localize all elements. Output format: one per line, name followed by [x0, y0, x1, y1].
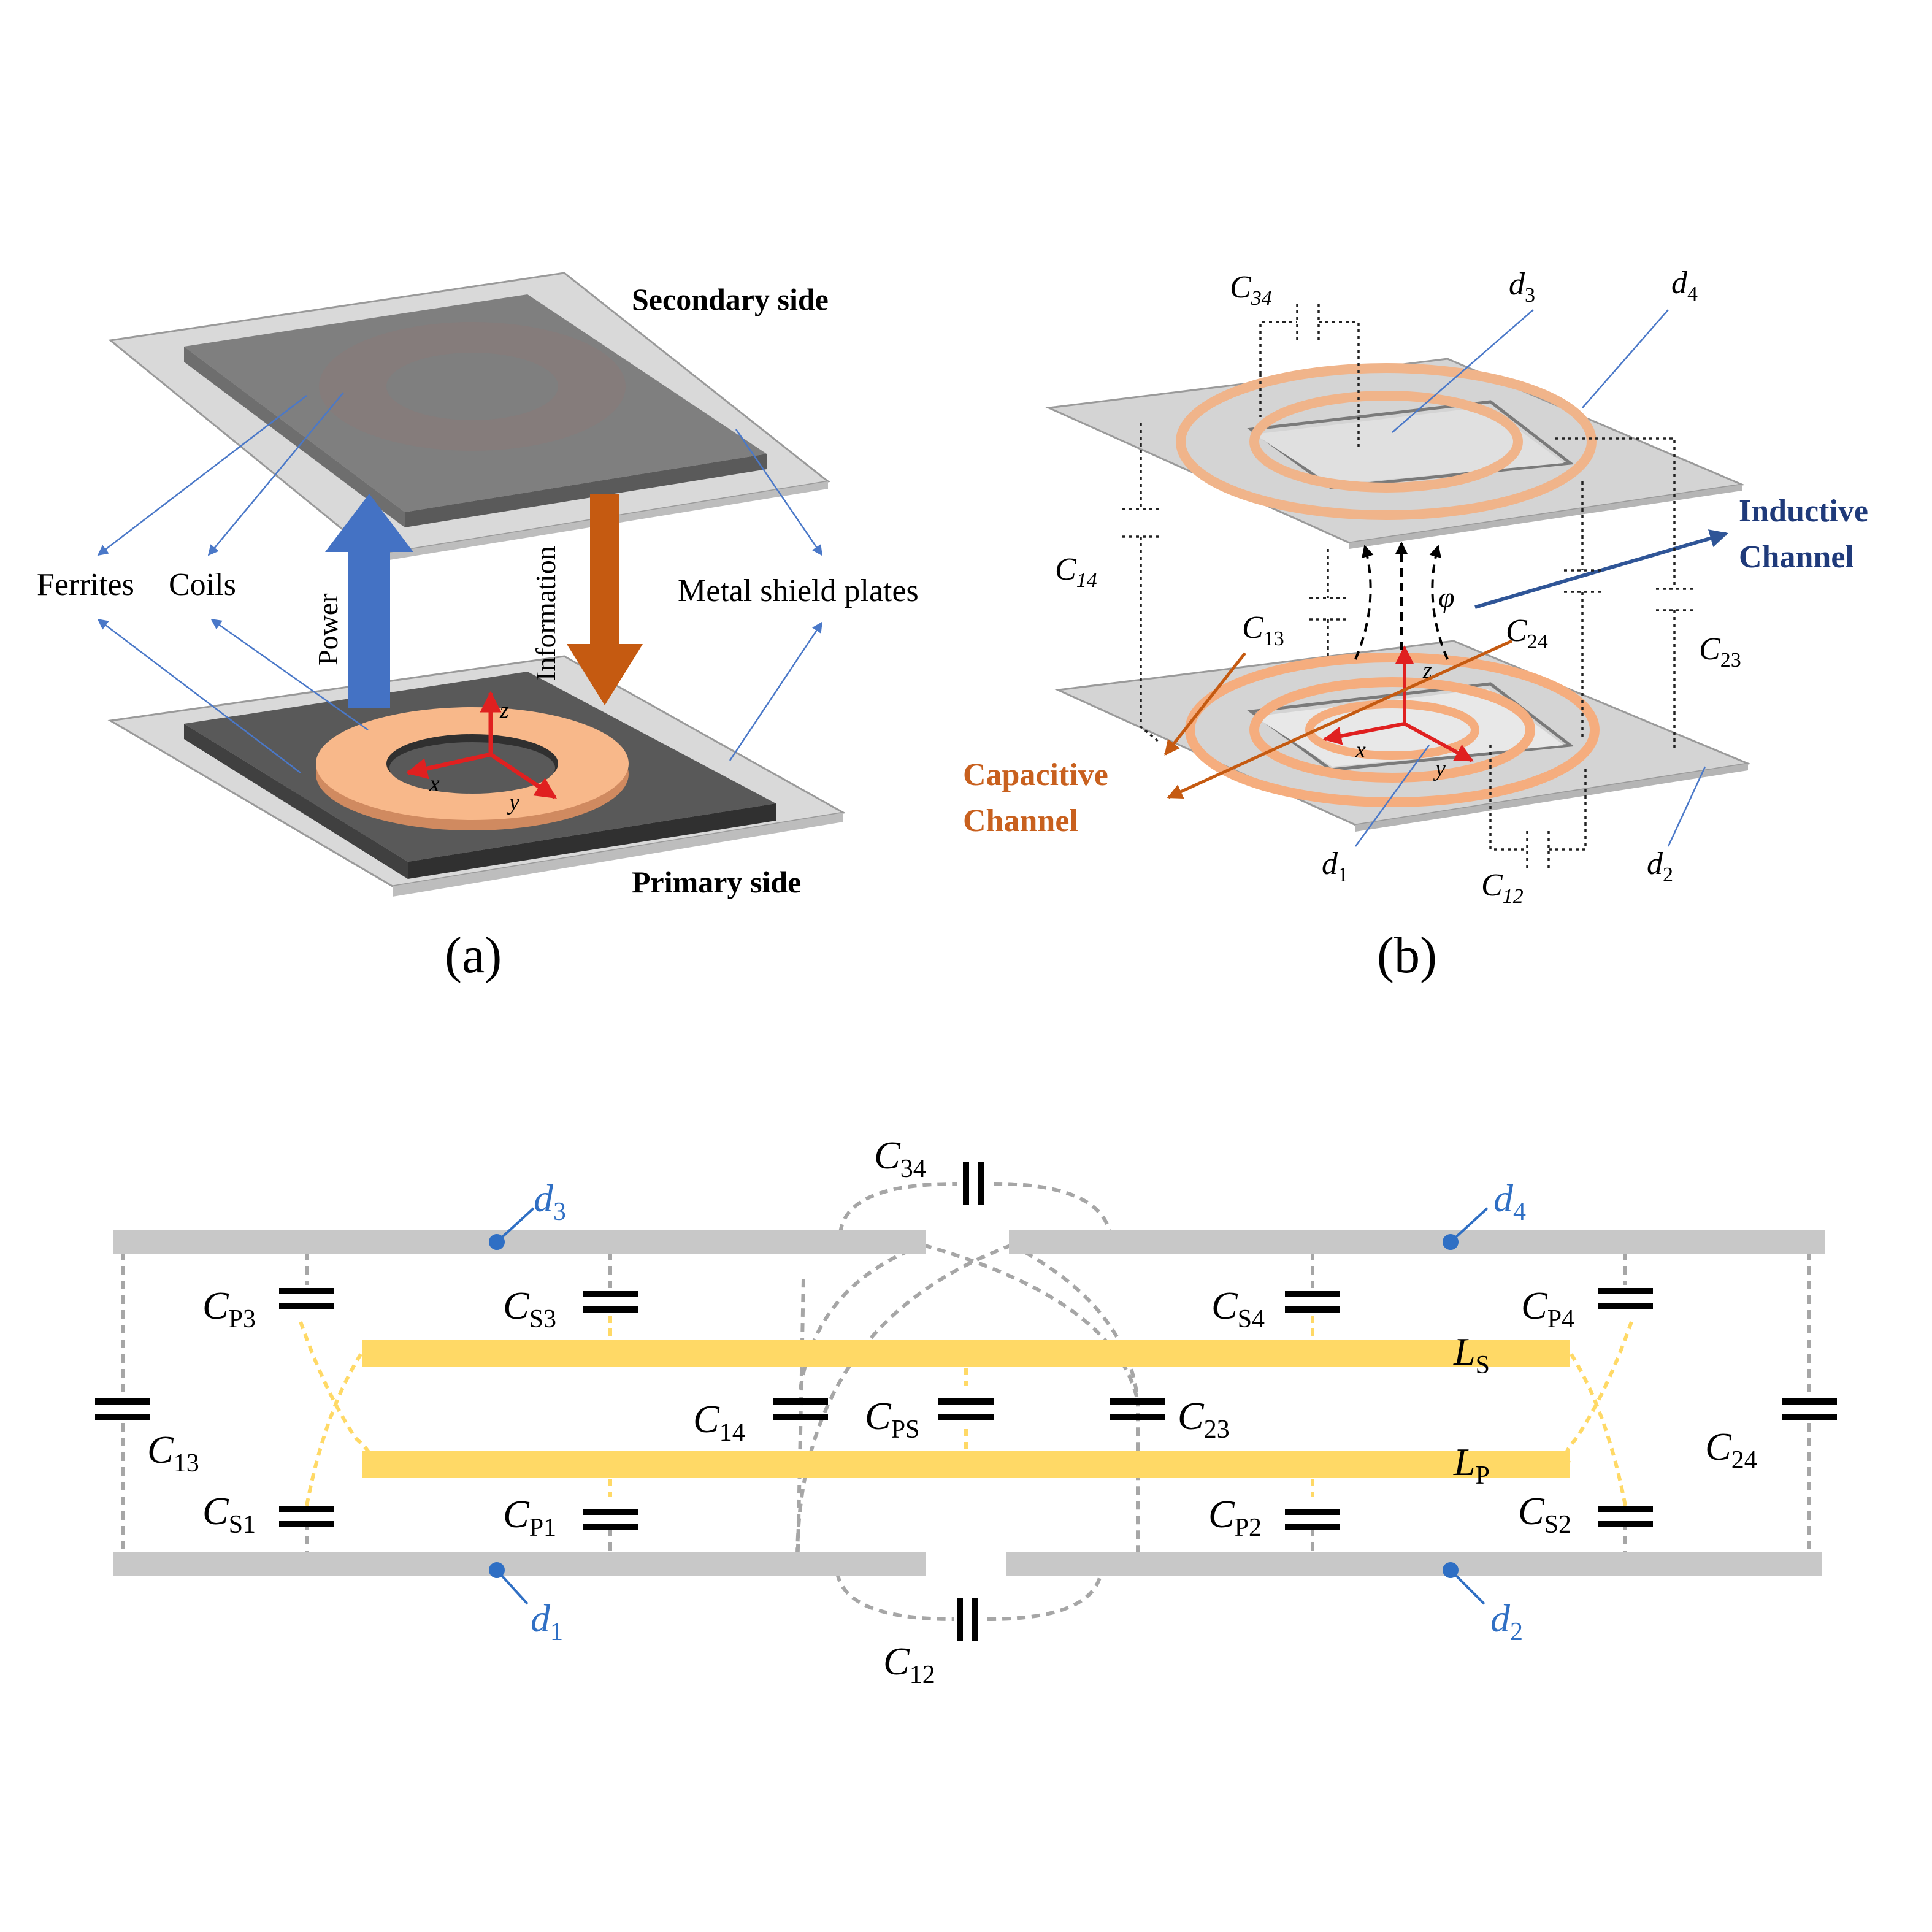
primary-side-label: Primary side	[632, 865, 801, 899]
panel-a-caption: (a)	[445, 927, 502, 984]
label-cps: CPS	[865, 1394, 919, 1444]
metal-shield-plates-label: Metal shield plates	[678, 573, 919, 608]
top-coil-b-outer	[1176, 363, 1597, 520]
label-cp1: CP1	[503, 1492, 556, 1542]
label-c34: C34	[874, 1133, 926, 1183]
capacitive-channel-label-2: Channel	[963, 803, 1078, 838]
inductive-channel-label: Inductive	[1739, 494, 1868, 529]
axis-z-a: z	[499, 697, 509, 723]
label-cs3: CS3	[503, 1284, 556, 1333]
circuit-diagram: d3 d4 d1 d2 LS LP C34 C12 CP3 CS3 CS4 CP…	[95, 1133, 1837, 1689]
circuit-label-d3: d3	[534, 1176, 566, 1226]
label-d3-b: d3	[1509, 267, 1535, 307]
label-c24-b: C24	[1506, 613, 1548, 653]
label-c23-b: C23	[1699, 632, 1741, 672]
label-cs2: CS2	[1518, 1489, 1571, 1539]
circuit-plate-d3	[113, 1230, 926, 1254]
circuit-label-d4: d4	[1493, 1176, 1526, 1226]
label-c23: C23	[1178, 1394, 1230, 1444]
dotted-capacitor-network	[1122, 304, 1693, 868]
label-c12: C12	[883, 1639, 935, 1689]
label-cp3: CP3	[202, 1284, 256, 1333]
label-d2-b: d2	[1647, 846, 1673, 886]
panel-b-caption: (b)	[1377, 927, 1437, 984]
information-arrow	[567, 494, 643, 705]
label-cs1: CS1	[202, 1489, 256, 1539]
circuit-plate-d2	[1006, 1552, 1822, 1576]
label-d4-b: d4	[1671, 266, 1698, 305]
label-cp2: CP2	[1208, 1492, 1262, 1542]
label-c14-b: C14	[1055, 552, 1097, 592]
capacitor-symbols	[95, 1162, 1837, 1641]
label-c12-b: C12	[1481, 868, 1524, 908]
axis-y-b: y	[1433, 756, 1446, 781]
label-lp: LP	[1453, 1440, 1490, 1490]
inductive-channel-label-2: Channel	[1739, 540, 1854, 575]
inductor-lp-trace	[362, 1451, 1570, 1478]
inductor-ls-trace	[362, 1340, 1570, 1367]
power-label: Power	[312, 593, 343, 665]
capacitive-channel-label: Capacitive	[963, 757, 1108, 792]
circuit-label-d1: d1	[531, 1597, 563, 1646]
phi-label: φ	[1438, 581, 1455, 614]
coils-label: Coils	[169, 567, 236, 602]
circuit-label-d2: d2	[1490, 1597, 1523, 1646]
circuit-plate-d1	[113, 1552, 926, 1576]
axis-x-a: x	[429, 771, 440, 797]
label-ls: LS	[1453, 1330, 1490, 1379]
bottom-coil-b-outer	[1185, 653, 1600, 807]
label-cp4: CP4	[1521, 1284, 1574, 1333]
label-c13-b: C13	[1242, 610, 1284, 650]
axis-x-b: x	[1355, 737, 1366, 763]
power-arrow	[325, 494, 413, 708]
ferrites-label: Ferrites	[37, 567, 134, 602]
circuit-plate-d4	[1009, 1230, 1825, 1254]
label-d1-b: d1	[1322, 846, 1348, 886]
axis-y-a: y	[507, 789, 519, 815]
label-c34-b: C34	[1230, 270, 1272, 310]
label-c13: C13	[147, 1428, 199, 1478]
panel-b: z x y φ Inductive Channel Capacitive Cha…	[963, 266, 1868, 984]
panel-a: z x y Power Information Ferrites Coils M…	[37, 272, 919, 984]
label-c24: C24	[1705, 1425, 1757, 1474]
label-cs4: CS4	[1211, 1284, 1265, 1333]
label-c14: C14	[693, 1397, 745, 1447]
information-label: Information	[530, 546, 561, 681]
secondary-side-label: Secondary side	[632, 282, 829, 316]
